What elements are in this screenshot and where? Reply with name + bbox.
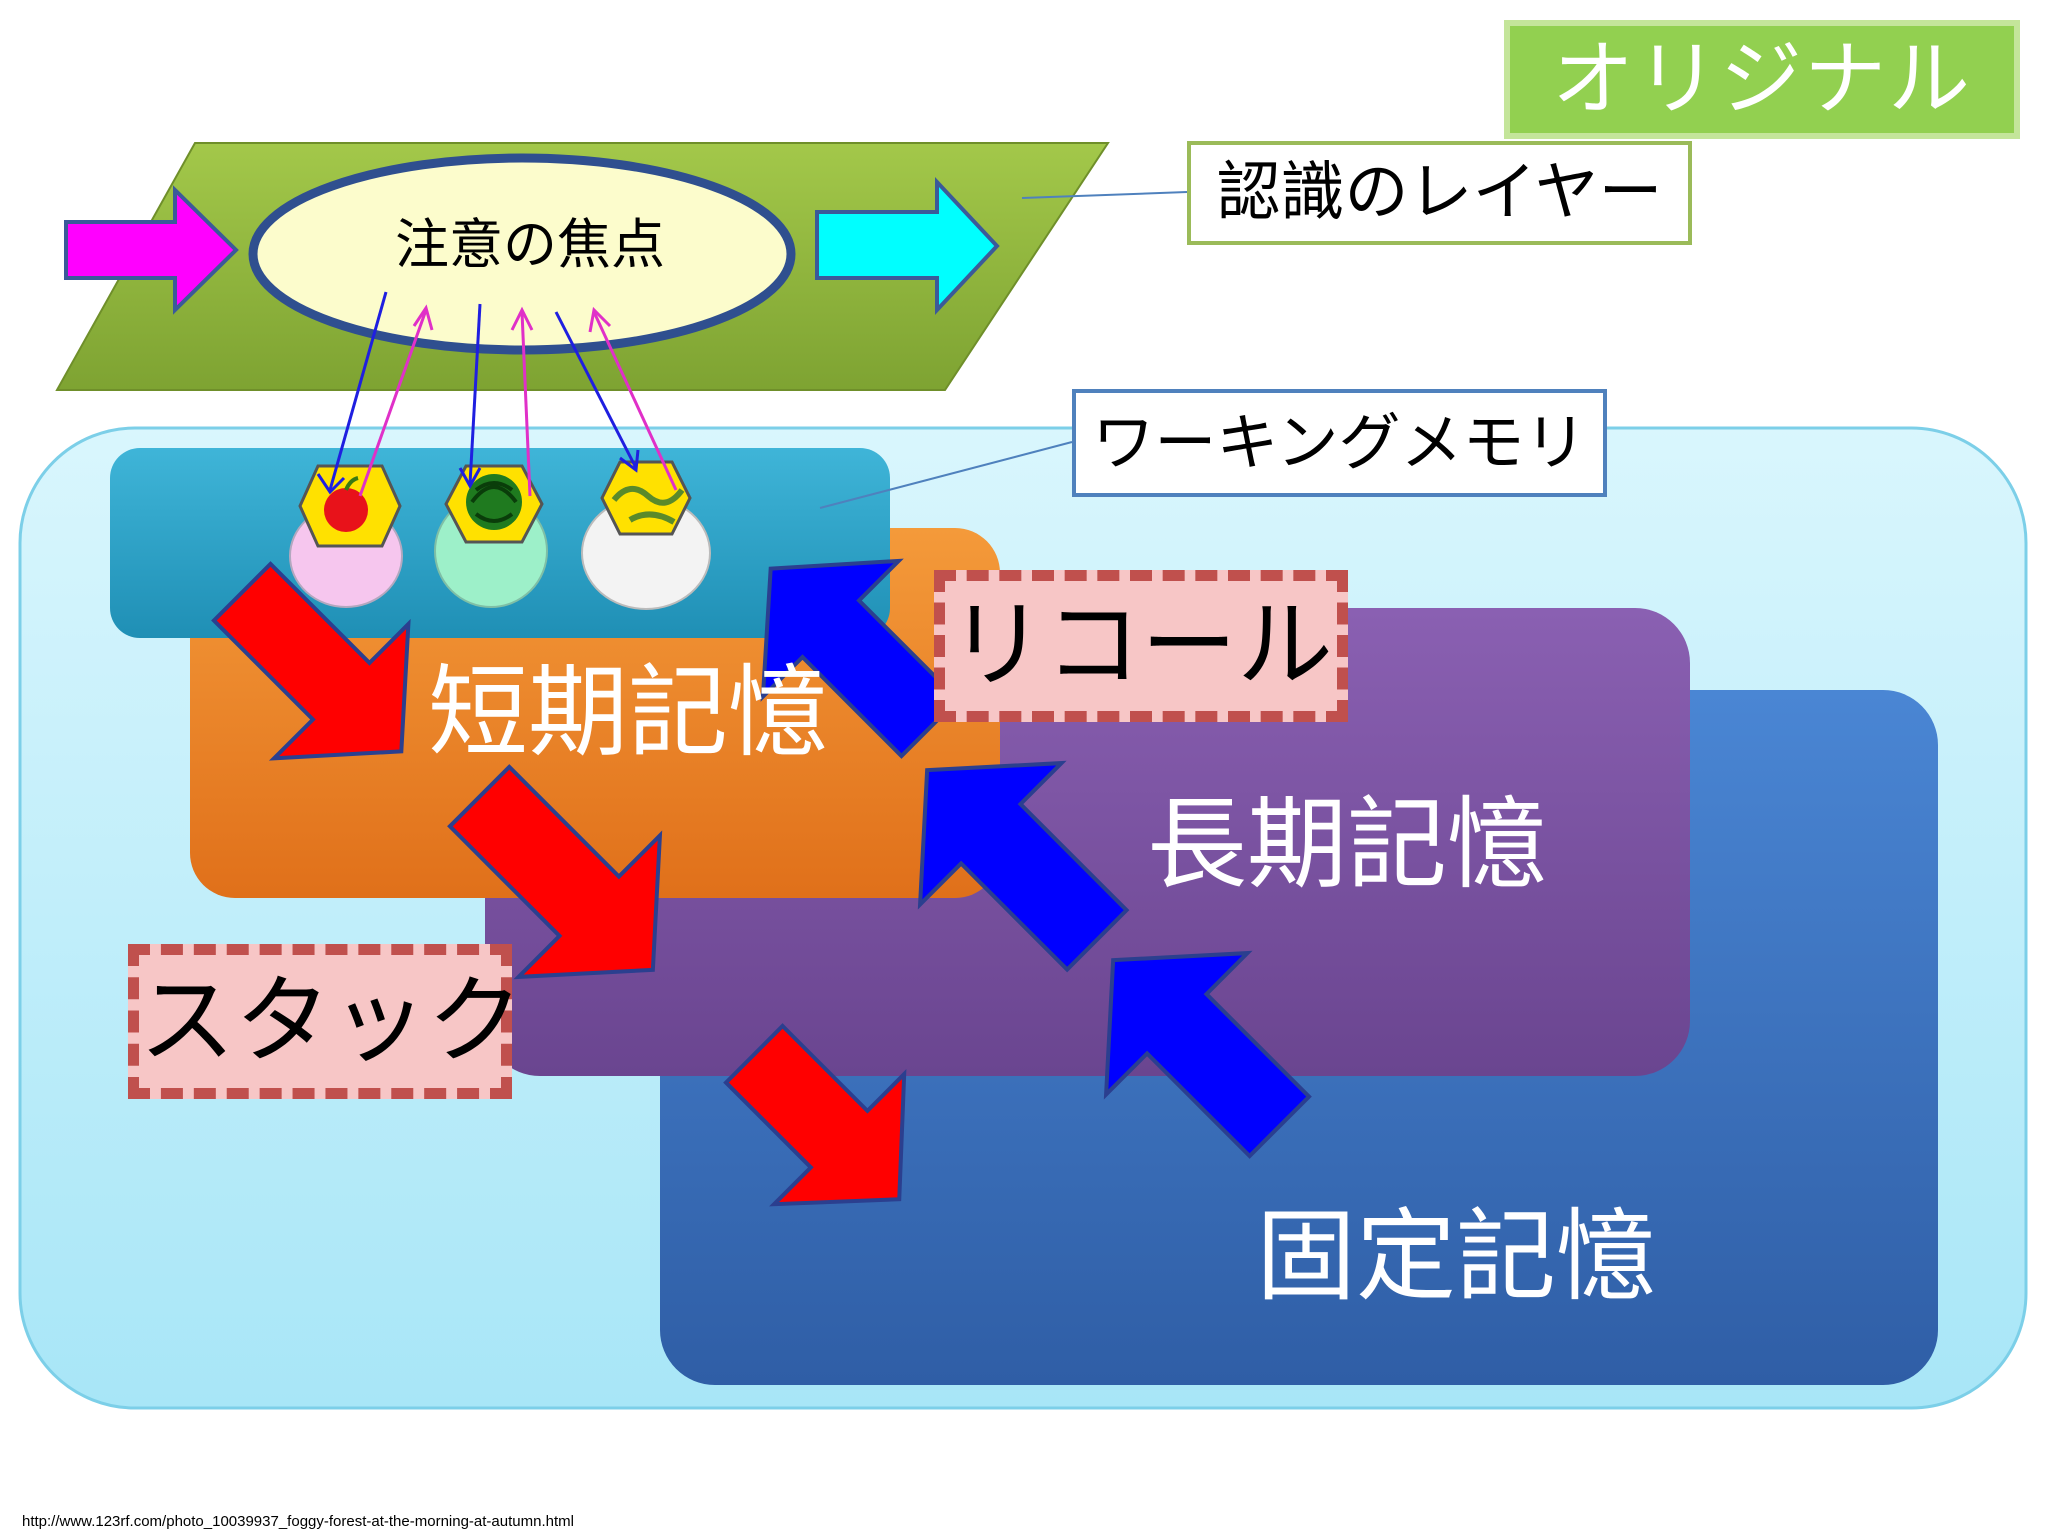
stack-arrow-1 — [211, 561, 411, 761]
recall-arrow-2 — [917, 760, 1130, 973]
output-arrow-icon — [815, 176, 1000, 316]
focus-label: 注意の焦点 — [395, 213, 665, 276]
original-badge: オリジナル — [1504, 20, 2020, 139]
cognition-layer-label: 認識のレイヤー — [1187, 141, 1692, 245]
focus-arrow-up-1 — [358, 309, 428, 497]
focus-arrow-down-3 — [554, 311, 638, 469]
stack-label: スタック — [128, 944, 523, 1099]
snake-icon — [600, 460, 692, 536]
working-memory-label: ワーキングメモリ — [1072, 389, 1607, 497]
cognition-layer-connector — [1021, 191, 1188, 199]
source-url: http://www.123rf.com/photo_10039937_fogg… — [22, 1513, 574, 1530]
focus-of-attention — [248, 153, 796, 355]
focus-arrow-down-2 — [468, 303, 482, 485]
short-term-memory-label: 短期記憶 — [428, 654, 828, 771]
input-arrow-icon — [64, 185, 239, 315]
focus-arrow-up-2 — [520, 311, 532, 497]
long-term-memory-label: 長期記憶 — [1147, 786, 1547, 903]
permanent-memory-label: 固定記憶 — [1256, 1198, 1656, 1315]
apple-icon — [298, 464, 402, 548]
recall-label: リコール — [934, 570, 1348, 722]
focus-arrow-up-3 — [592, 311, 678, 491]
recall-arrow-1 — [1103, 950, 1312, 1159]
stack-arrow-3 — [723, 1023, 907, 1207]
stack-arrow-2 — [447, 764, 663, 980]
focus-arrow-down-1 — [328, 291, 388, 491]
watermelon-icon — [444, 464, 544, 544]
working-memory-connector — [819, 441, 1073, 509]
